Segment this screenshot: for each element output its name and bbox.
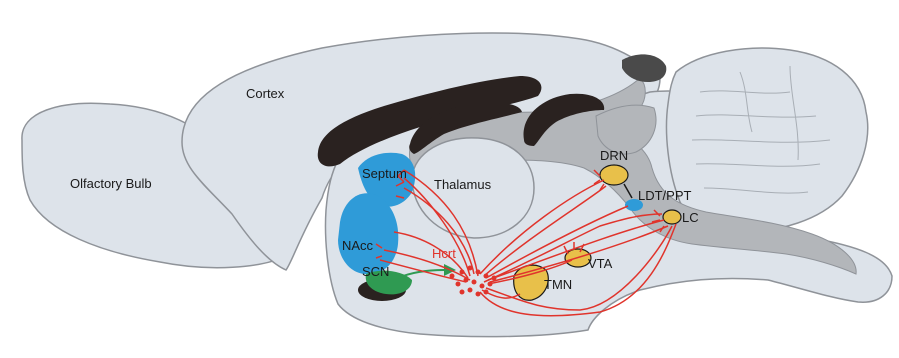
tmn-label: TMN [544,277,572,292]
cortex-label: Cortex [246,86,285,101]
ldt-ppt-label: LDT/PPT [638,188,692,203]
drn-label: DRN [600,148,628,163]
lc-label: LC [682,210,699,225]
hcrt-label: Hcrt [432,246,456,261]
septum-label: Septum [362,166,407,181]
thalamus-label: Thalamus [434,177,492,192]
nacc-label: NAcc [342,238,374,253]
olfactory-bulb-label: Olfactory Bulb [70,176,152,191]
scn-label: SCN [362,264,389,279]
lc-nucleus [663,210,681,224]
drn-nucleus [600,165,628,185]
vta-label: VTA [588,256,613,271]
